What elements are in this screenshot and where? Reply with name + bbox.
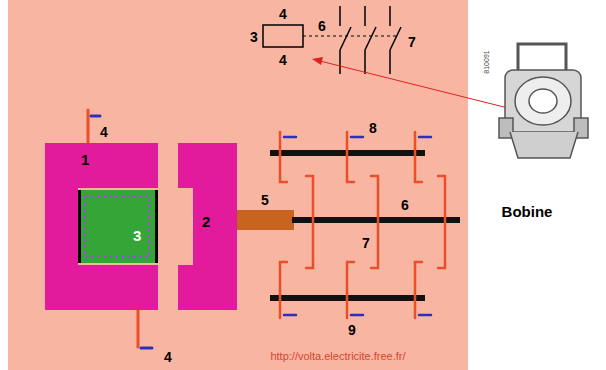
- drawing-part: [141, 347, 152, 350]
- drawing-part: [351, 136, 363, 139]
- drawing-part: [87, 110, 90, 143]
- drawing-part: [280, 132, 287, 182]
- drawing-part: [347, 132, 354, 182]
- coil-flange: [155, 190, 158, 263]
- callout-number: 4: [279, 6, 287, 23]
- callout-number: 2: [202, 213, 210, 231]
- winding-outline: [85, 196, 149, 257]
- callout-number: 4: [100, 124, 108, 141]
- drawing-part: [347, 262, 354, 318]
- watermark-url: http://volta.electricite.free.fr/: [270, 350, 405, 363]
- coil: 3: [78, 190, 158, 263]
- drawing-part: [371, 176, 378, 268]
- drawing-part: [389, 50, 391, 74]
- drawing-part: [284, 136, 296, 139]
- drawing-part: [515, 77, 571, 125]
- callout-number: 8: [369, 120, 377, 137]
- drawing-part: [306, 176, 313, 268]
- background-panel: [8, 0, 468, 370]
- callout-number: 7: [362, 235, 370, 252]
- drawing-part: [280, 262, 287, 318]
- coil-body: [78, 190, 158, 263]
- drawing-part: [303, 36, 396, 37]
- callout-number: 6: [401, 197, 409, 214]
- armature-shape: [178, 143, 237, 310]
- callout-number: 4: [164, 349, 172, 366]
- fixed-contacts: [280, 132, 431, 318]
- callout-number: 3: [250, 29, 258, 46]
- drawing-part: [390, 27, 401, 50]
- drawing-part: [351, 314, 363, 317]
- contact-bars: [270, 150, 460, 301]
- core-shape: [45, 143, 158, 310]
- drawing-part: [505, 70, 581, 132]
- coil-outline: [78, 190, 158, 263]
- push-rod: [236, 210, 294, 230]
- part-caption: Bobine: [502, 203, 553, 221]
- callout-number: 6: [318, 18, 326, 35]
- drawing-part: [320, 61, 508, 108]
- callout-number: 4: [279, 52, 287, 69]
- drawing-part: [91, 115, 100, 118]
- drawing-part: [284, 314, 296, 317]
- catalog-number: 810091: [483, 50, 491, 73]
- coil-flange: [78, 190, 81, 263]
- drawing-part: [339, 50, 341, 74]
- drawing-part: [510, 132, 578, 158]
- drawing-part: [389, 6, 391, 26]
- moving-armature: 2: [178, 143, 237, 310]
- callout-number: 1: [81, 151, 89, 169]
- drawing-part: [137, 310, 140, 347]
- callout-number: 5: [261, 192, 269, 209]
- drawing-part: [340, 27, 351, 50]
- moving-contacts: [306, 176, 445, 268]
- fixed-core: 13: [45, 143, 158, 310]
- pointer-arrow: [312, 57, 508, 108]
- coil-picture: [499, 44, 588, 158]
- callout-number: 9: [348, 322, 356, 339]
- drawing-part: [415, 132, 422, 182]
- drawing-part: [419, 136, 431, 139]
- callout-number: 7: [408, 34, 416, 51]
- callout-number: 3: [133, 227, 141, 245]
- drawing-part: [263, 25, 303, 47]
- drawing-part: [529, 89, 557, 113]
- drawing-part: [365, 27, 376, 50]
- drawing-part: [339, 6, 341, 26]
- drawing-part: [292, 217, 460, 223]
- drawing-part: [364, 6, 366, 26]
- drawing-part: [419, 314, 431, 317]
- drawing-part: [364, 50, 366, 74]
- drawing-part: [415, 262, 422, 318]
- drawing-part: [438, 176, 445, 268]
- drawing-part: [312, 57, 323, 65]
- drawing-part: [518, 44, 566, 72]
